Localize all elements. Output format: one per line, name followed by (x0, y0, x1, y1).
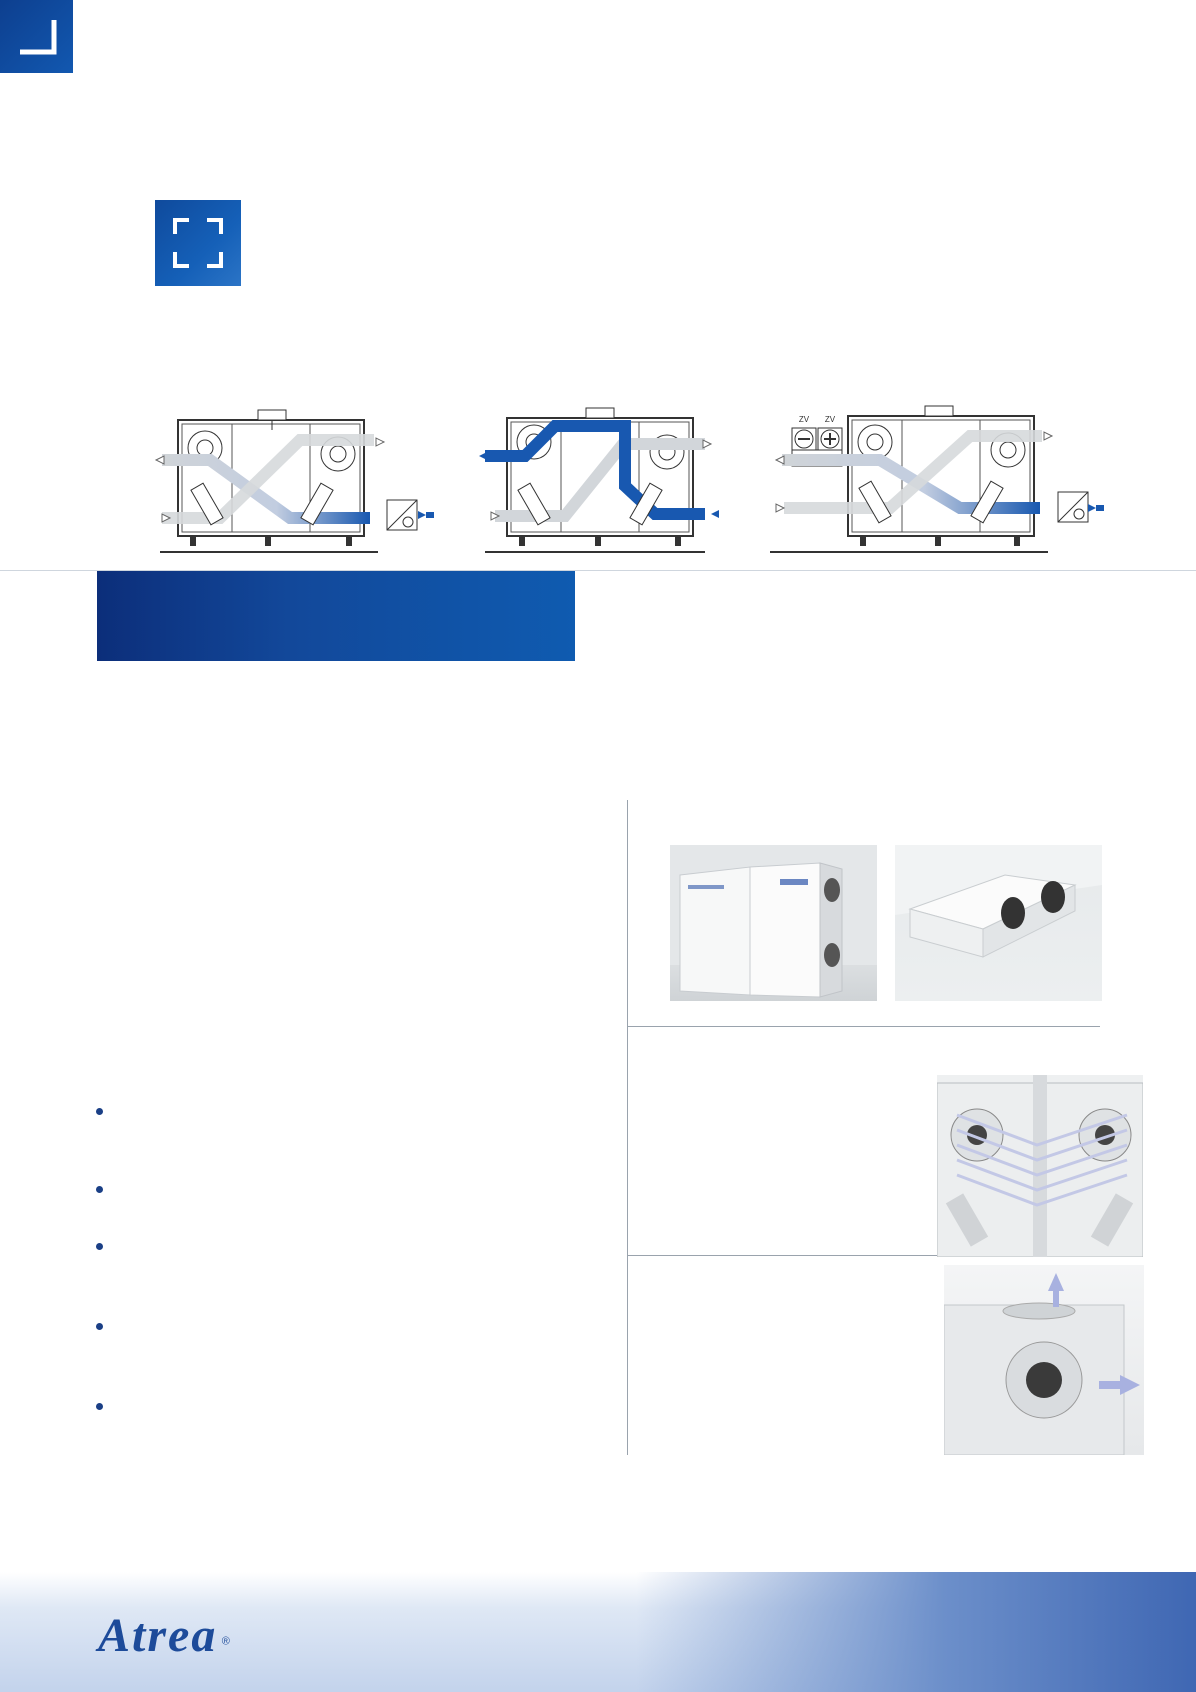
right-divider-2 (628, 1255, 1100, 1256)
airflow-diagram-with-heater-cooler: ZV ZV (770, 405, 1104, 553)
airflow-diagram-bypass (479, 407, 719, 553)
frame-brackets-icon (155, 200, 241, 286)
bullet-5 (96, 1403, 103, 1410)
corner-block (0, 0, 73, 73)
bullet-4 (96, 1323, 103, 1330)
diagram3-label-left: ZV (799, 415, 810, 424)
right-divider-1 (628, 1026, 1100, 1027)
bullet-1 (96, 1108, 103, 1115)
photo-floor-unit (670, 845, 877, 1001)
column-divider (627, 800, 628, 1455)
photo-heat-exchanger (937, 1075, 1143, 1257)
title-band (97, 571, 575, 661)
diagram3-label-right: ZV (825, 415, 836, 424)
bullet-2 (96, 1186, 103, 1193)
photo-ceiling-unit (895, 845, 1102, 1001)
photo-fan (944, 1265, 1144, 1455)
atrea-logo: Atrea ® (98, 1608, 230, 1663)
corner-bracket-icon (20, 20, 57, 55)
footer-band (0, 1572, 1196, 1692)
bullet-3 (96, 1243, 103, 1250)
footer-gradient (636, 1572, 1196, 1692)
registered-mark: ® (221, 1635, 230, 1648)
section-divider (0, 570, 1196, 571)
airflow-diagram-heat-recovery (154, 409, 434, 553)
logo-text: Atrea (98, 1609, 218, 1662)
